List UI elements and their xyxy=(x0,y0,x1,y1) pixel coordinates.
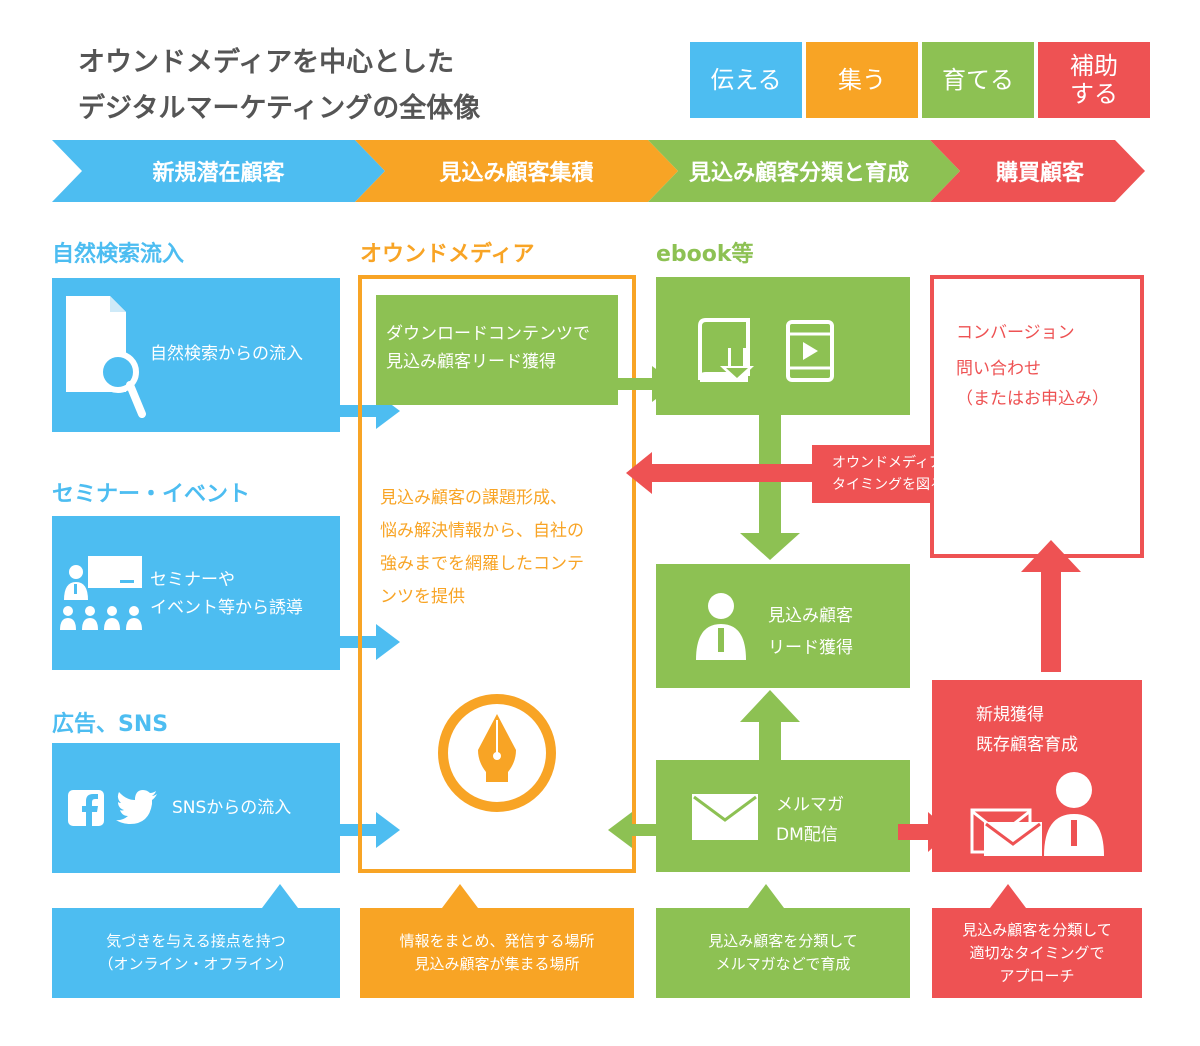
heading-owned-media: オウンドメディア xyxy=(360,242,535,267)
note-gather-line-1: 情報をまとめ、発信する場所 xyxy=(399,932,595,950)
legend-nurture: 育てる xyxy=(922,42,1034,118)
desc-line-3: 強みまでを網羅したコンテ xyxy=(380,554,584,574)
heading-ads: 広告、SNS xyxy=(52,712,169,737)
download-text-line-1: ダウンロードコンテンツで xyxy=(386,324,590,344)
stage-chevron-2 xyxy=(355,140,678,202)
legend-support: 補助 する xyxy=(1038,42,1150,118)
lead-text-line-2: リード獲得 xyxy=(768,638,853,658)
note-tell-line-1: 気づきを与える接点を持つ xyxy=(106,932,286,950)
video-film-icon xyxy=(786,320,834,382)
legend-gather: 集う xyxy=(806,42,918,118)
mail-text-line-1: メルマガ xyxy=(776,795,844,815)
mail-text-line-2: DM配信 xyxy=(776,825,838,845)
stage-chevron-1 xyxy=(52,140,385,202)
envelopes-person-icon xyxy=(970,770,1110,858)
arrows-blue xyxy=(340,393,400,848)
arrow-mail-to-media xyxy=(608,812,656,848)
twitter-icon xyxy=(116,790,158,826)
owned-media-frame xyxy=(358,275,636,873)
note-nurture-line-1: 見込み顧客を分類して xyxy=(708,932,858,950)
ebook-box xyxy=(656,277,910,415)
page-title: オウンドメディアを中心とした デジタルマーケティングの全体像 xyxy=(78,40,480,132)
note-tell-line-2: （オンライン・オフライン） xyxy=(98,955,294,973)
callout-line-2: タイミングを図る xyxy=(832,477,944,493)
desc-line-1: 見込み顧客の課題形成、 xyxy=(380,488,567,508)
arrow-up-conversion xyxy=(1021,540,1081,572)
title-line-1: オウンドメディアを中心とした xyxy=(78,47,455,78)
note-nurture-line-2: メルマガなどで育成 xyxy=(715,955,851,973)
note-tell: 気づきを与える接点を持つ （オンライン・オフライン） xyxy=(52,908,340,998)
legend-tell: 伝える xyxy=(690,42,802,118)
heading-organic: 自然検索流入 xyxy=(52,242,185,267)
customer-line-1: 新規獲得 xyxy=(976,705,1044,725)
note-gather: 情報をまとめ、発信する場所 見込み顧客が集まる場所 xyxy=(360,908,634,998)
seminar-text-line-1: セミナーや xyxy=(150,570,235,590)
download-text-line-2: 見込み顧客リード獲得 xyxy=(386,352,556,372)
callout-text: オウンドメディア行動から タイミングを図る xyxy=(832,452,999,496)
conversion-line-1: 問い合わせ xyxy=(956,359,1041,379)
conversion-text: コンバージョン 問い合わせ （またはお申込み） xyxy=(956,318,1109,414)
arrow-callout xyxy=(626,452,652,494)
lead-text-line-1: 見込み顧客 xyxy=(768,606,853,626)
stage-chevron-4 xyxy=(930,140,1145,202)
lead-text: 見込み顧客 リード獲得 xyxy=(768,600,853,664)
document-search-icon xyxy=(66,296,146,420)
heading-seminar: セミナー・イベント xyxy=(52,482,251,507)
seminar-presenter-icon xyxy=(60,556,144,632)
conversion-title: コンバージョン xyxy=(956,323,1075,343)
owned-media-description: 見込み顧客の課題形成、 悩み解決情報から、自社の 強みまでを網羅したコンテ ンツ… xyxy=(380,482,584,614)
envelope-icon xyxy=(692,794,758,840)
stage-chevron-3 xyxy=(648,140,960,202)
heading-ebook: ebook等 xyxy=(656,242,754,267)
stage-label-3: 見込み顧客分類と育成 xyxy=(688,161,909,186)
book-download-icon xyxy=(698,318,764,386)
desc-line-2: 悩み解決情報から、自社の xyxy=(380,521,584,541)
title-line-2: デジタルマーケティングの全体像 xyxy=(78,93,481,124)
note-support: 見込み顧客を分類して 適切なタイミングで アプローチ xyxy=(932,908,1142,998)
download-content-box xyxy=(376,295,618,405)
pen-nib-icon xyxy=(436,692,558,814)
arrow-up-lead xyxy=(740,690,800,722)
download-text: ダウンロードコンテンツで 見込み顧客リード獲得 xyxy=(386,320,590,376)
conversion-frame xyxy=(930,275,1144,558)
seminar-text-line-2: イベント等から誘導 xyxy=(150,598,303,618)
callout-line-1: オウンドメディア行動から xyxy=(832,455,1000,471)
mail-text: メルマガ DM配信 xyxy=(776,790,844,850)
facebook-icon xyxy=(68,790,104,826)
stage-label-1: 新規潜在顧客 xyxy=(152,161,285,186)
desc-line-4: ンツを提供 xyxy=(380,587,465,607)
arrow-down-lead xyxy=(740,533,800,560)
conversion-line-2: （またはお申込み） xyxy=(956,389,1109,409)
channel-box-seminar xyxy=(52,516,340,670)
ads-text: SNSからの流入 xyxy=(172,798,292,818)
person-icon xyxy=(696,592,746,662)
lead-box xyxy=(656,564,910,688)
note-support-line-3: アプローチ xyxy=(999,966,1075,985)
note-support-line-1: 見込み顧客を分類して xyxy=(962,920,1112,939)
note-nurture: 見込み顧客を分類して メルマガなどで育成 xyxy=(656,908,910,998)
seminar-text: セミナーや イベント等から誘導 xyxy=(150,566,303,622)
note-support-line-2: 適切なタイミングで xyxy=(969,943,1105,962)
organic-text: 自然検索からの流入 xyxy=(150,344,303,364)
customer-text: 新規獲得 既存顧客育成 xyxy=(976,700,1078,760)
stage-label-2: 見込み顧客集積 xyxy=(439,161,594,186)
customer-line-2: 既存顧客育成 xyxy=(976,735,1078,755)
stage-label-4: 購買顧客 xyxy=(995,161,1084,186)
note-gather-line-2: 見込み顧客が集まる場所 xyxy=(414,955,580,973)
